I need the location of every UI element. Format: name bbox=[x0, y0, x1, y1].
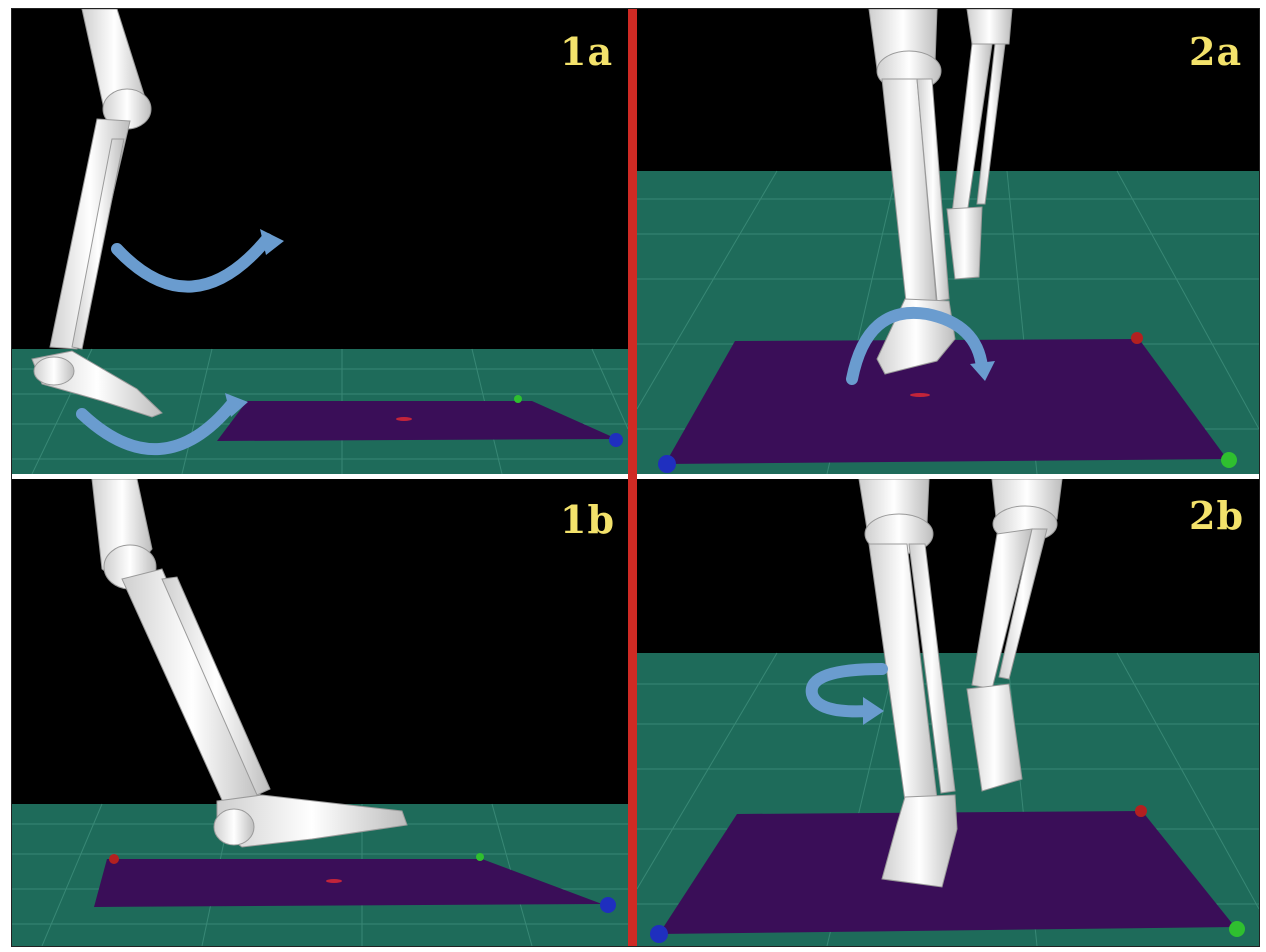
force-plate bbox=[665, 339, 1227, 464]
panel-label-1a: 1a bbox=[560, 29, 613, 74]
panel-label-2b: 2b bbox=[1189, 493, 1244, 538]
marker-green bbox=[1229, 921, 1245, 937]
horizontal-divider-right bbox=[637, 474, 1259, 479]
marker-green bbox=[476, 853, 484, 861]
panel-label-2a: 2a bbox=[1189, 29, 1242, 74]
marker-blue bbox=[650, 925, 668, 943]
rotation-arrow-icon bbox=[117, 239, 267, 287]
panel-2a-scene bbox=[637, 9, 1259, 474]
panel-label-1b: 1b bbox=[560, 497, 615, 542]
marker-blue bbox=[609, 433, 623, 447]
cop-marker bbox=[396, 417, 412, 421]
panel-2a: 2a bbox=[637, 9, 1259, 474]
horizontal-divider-left bbox=[12, 474, 628, 479]
panel-1b: 1b bbox=[12, 479, 628, 946]
skeleton-leg bbox=[92, 479, 407, 847]
marker-green bbox=[1221, 452, 1237, 468]
marker-green bbox=[514, 395, 522, 403]
panel-2b: 2b bbox=[637, 479, 1259, 946]
marker-red bbox=[1135, 805, 1147, 817]
marker-blue bbox=[658, 455, 676, 473]
panel-1b-scene bbox=[12, 479, 628, 946]
panel-1a-scene bbox=[12, 9, 628, 474]
cop-marker bbox=[910, 393, 930, 397]
vertical-divider bbox=[628, 9, 637, 946]
marker-red bbox=[1131, 332, 1143, 344]
marker-blue bbox=[600, 897, 616, 913]
cop-marker bbox=[326, 879, 342, 883]
marker-red bbox=[109, 854, 119, 864]
panel-2b-scene bbox=[637, 479, 1259, 946]
panel-1a: 1a bbox=[12, 9, 628, 474]
